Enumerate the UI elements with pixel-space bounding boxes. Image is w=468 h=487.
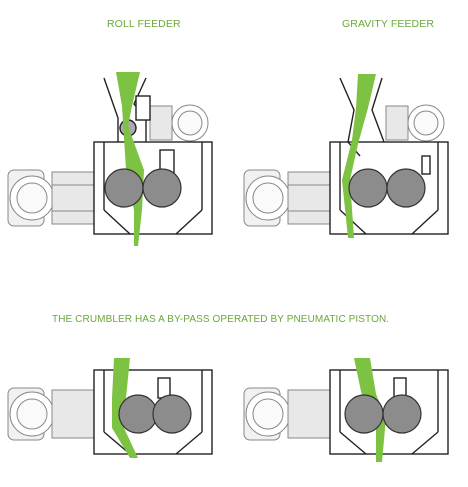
gravity-feeder-title: GRAVITY FEEDER: [342, 18, 435, 30]
product-flow: [342, 74, 376, 238]
gravity-feeder-diagram: [243, 74, 449, 238]
roll-feeder-diagram: [7, 72, 213, 246]
crushing-rolls: [118, 394, 192, 434]
bypass-left-diagram: [7, 358, 213, 458]
crushing-rolls: [348, 168, 426, 208]
motor-left: [7, 387, 95, 441]
motor-left: [7, 169, 95, 227]
motor-top: [149, 104, 209, 142]
crushing-rolls: [344, 394, 422, 434]
bypass-center-diagram: [243, 358, 449, 462]
crushing-rolls: [104, 168, 182, 208]
roll-feeder-title: ROLL FEEDER: [107, 18, 181, 30]
product-flow: [354, 358, 386, 462]
motor-left: [243, 387, 331, 441]
motor-top: [385, 104, 445, 142]
bypass-caption: THE CRUMBLER HAS A BY-PASS OPERATED BY P…: [52, 314, 390, 325]
motor-left: [243, 169, 331, 227]
